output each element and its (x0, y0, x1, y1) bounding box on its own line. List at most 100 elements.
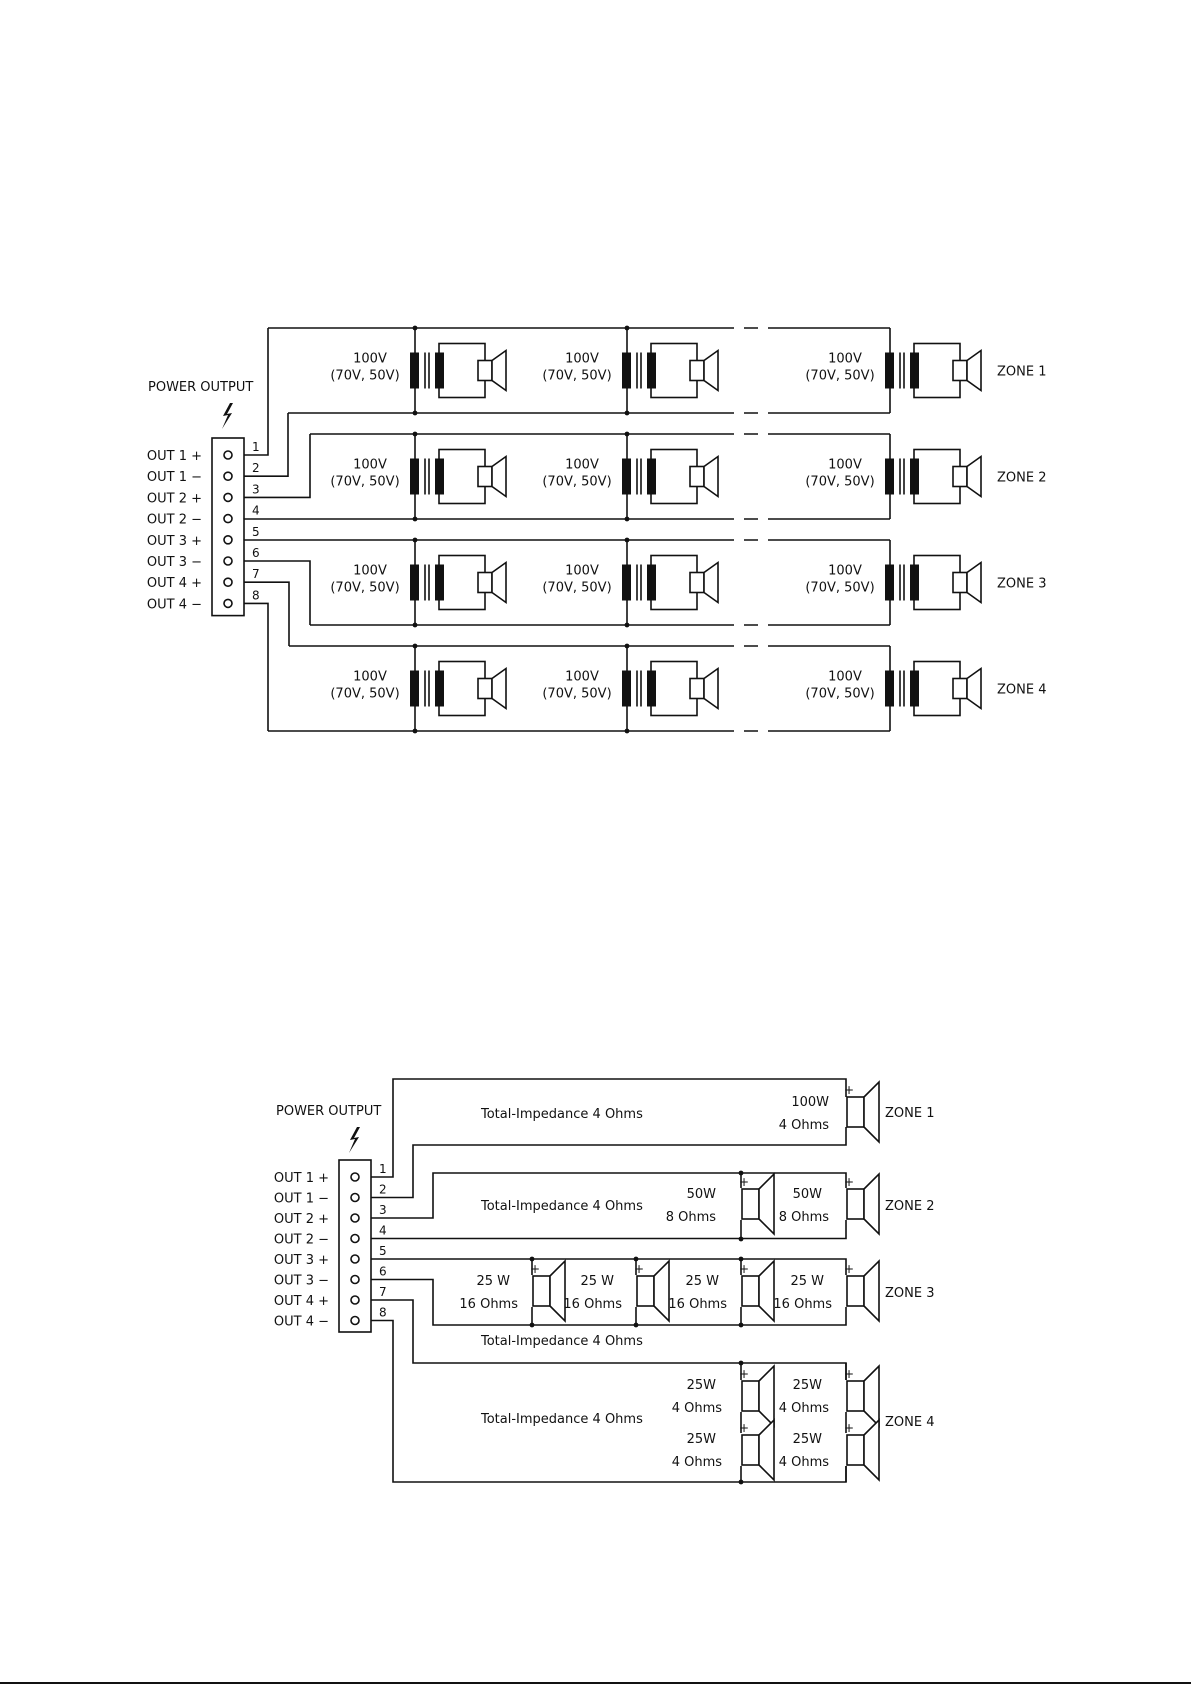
terminal-block (338, 1159, 372, 1333)
speaker-magnet (689, 677, 705, 700)
speaker-watt: 25 W (790, 1274, 824, 1289)
transformer-primary-icon (622, 564, 631, 601)
transformer-primary-icon (622, 458, 631, 495)
terminal-to-zone-wire (244, 434, 311, 499)
speaker-cone-icon (491, 348, 507, 393)
polarity-plus: + (634, 1262, 644, 1276)
zone-impedance: Total-Impedance 4 Ohms (480, 1412, 643, 1427)
junction-dot (412, 431, 418, 437)
speaker-watt: 50W (687, 1187, 717, 1202)
transformer-primary-icon (410, 458, 419, 495)
speaker-cone-icon (863, 1172, 880, 1236)
speaker-magnet (846, 1275, 865, 1307)
pin-number: 1 (252, 440, 260, 454)
speaker-magnet (846, 1434, 865, 1466)
junction-dot (529, 1322, 535, 1328)
speaker-watt: 25 W (476, 1274, 510, 1289)
transformer-voltage-alt: (70V, 50V) (330, 475, 399, 490)
terminal-screw-icon (350, 1315, 360, 1326)
speaker-magnet (532, 1275, 551, 1307)
junction-dot (412, 410, 418, 416)
speaker-magnet (741, 1434, 760, 1466)
zone3-negative-wire (371, 1278, 847, 1326)
transformer-voltage-alt: (70V, 50V) (542, 581, 611, 596)
pin-number: 2 (379, 1183, 387, 1197)
speaker-cone-icon (703, 348, 719, 393)
pin-number: 5 (252, 525, 260, 539)
speaker-cone-icon (863, 1259, 880, 1323)
zone3-positive-wire (371, 1258, 847, 1275)
polarity-plus: + (739, 1175, 749, 1189)
speaker-cone-icon (491, 666, 507, 711)
speaker-ohms: 8 Ohms (666, 1210, 717, 1225)
speaker-cone-icon (966, 560, 982, 605)
junction-dot (624, 537, 630, 543)
speaker-cone-icon (758, 1172, 775, 1236)
speaker-cone-icon (966, 454, 982, 499)
junction-dot (624, 410, 630, 416)
speaker-cone-icon (491, 560, 507, 605)
speaker-magnet (952, 359, 968, 382)
speaker-magnet (636, 1275, 655, 1307)
zone-impedance: Total-Impedance 4 Ohms (480, 1199, 643, 1214)
speaker-watt: 25W (793, 1432, 823, 1447)
speaker-ohms: 4 Ohms (672, 1401, 723, 1416)
terminal-screw-icon (350, 1172, 360, 1182)
speaker-watt: 25W (687, 1432, 717, 1447)
zone-label: ZONE 4 (997, 683, 1046, 698)
transformer-voltage: 100V (565, 670, 599, 685)
speaker-magnet (689, 571, 705, 594)
terminal-screw-icon (223, 450, 233, 460)
lightning-bolt-icon (222, 403, 233, 429)
speaker-ohms: 16 Ohms (459, 1297, 518, 1312)
speaker-cone-icon (703, 454, 719, 499)
junction-dot (624, 516, 630, 522)
pin-number: 3 (252, 482, 260, 496)
zone1-positive-wire (371, 1078, 847, 1178)
speaker-cone-icon (966, 348, 982, 393)
polarity-plus: + (844, 1367, 854, 1381)
terminal-to-zone-wire (244, 581, 290, 646)
speaker-cone-icon (758, 1259, 775, 1323)
terminal-label: OUT 1 + (147, 449, 202, 464)
terminal-screw-icon (223, 577, 233, 588)
speaker-watt: 50W (793, 1187, 823, 1202)
transformer-voltage-alt: (70V, 50V) (805, 581, 874, 596)
transformer-primary-icon (885, 670, 894, 707)
pin-number: 7 (252, 567, 260, 581)
terminal-label: OUT 2 + (274, 1212, 329, 1227)
speaker-cone-icon (703, 560, 719, 605)
junction-dot (738, 1360, 744, 1366)
speaker-magnet (477, 677, 493, 700)
speaker-ohms: 16 Ohms (773, 1297, 832, 1312)
transformer-primary-icon (885, 564, 894, 601)
speaker-watt: 25 W (580, 1274, 614, 1289)
pin-number: 6 (379, 1265, 387, 1279)
terminal-label: OUT 3 − (147, 555, 202, 570)
speaker-cone-icon (966, 666, 982, 711)
transformer-voltage: 100V (565, 458, 599, 473)
speaker-magnet (741, 1380, 760, 1412)
pin-number: 7 (379, 1285, 387, 1299)
terminal-screw-icon (350, 1213, 360, 1223)
zone2-negative-wire (371, 1220, 847, 1240)
junction-dot (738, 1322, 744, 1328)
speaker-ohms: 4 Ohms (779, 1118, 830, 1133)
zone-label: ZONE 3 (997, 577, 1046, 592)
speaker-cone-icon (491, 454, 507, 499)
junction-dot (412, 516, 418, 522)
speaker-cone-icon (863, 1080, 880, 1144)
terminal-to-zone-wire (244, 413, 289, 478)
transformer-primary-icon (410, 670, 419, 707)
speaker-magnet (741, 1188, 760, 1220)
terminal-screw-icon (350, 1233, 360, 1244)
speaker-magnet (477, 359, 493, 382)
terminal-label: OUT 3 + (274, 1253, 329, 1268)
junction-dot (738, 1170, 744, 1176)
transformer-voltage-alt: (70V, 50V) (805, 687, 874, 702)
speaker-cone-icon (549, 1259, 566, 1323)
pin-number: 6 (252, 546, 260, 560)
junction-dot (624, 622, 630, 628)
speaker-watt: 25 W (685, 1274, 719, 1289)
